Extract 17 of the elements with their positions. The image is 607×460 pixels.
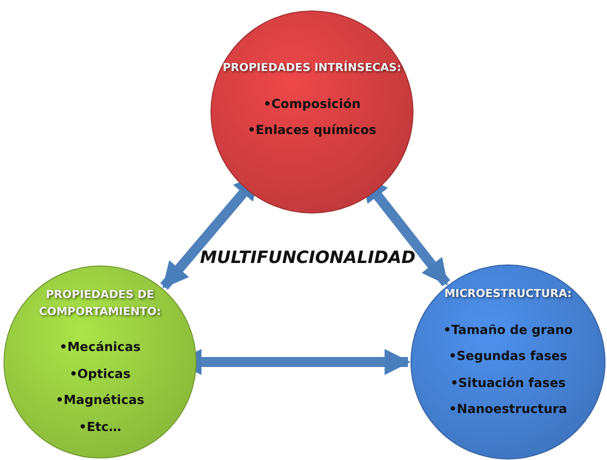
node-heading: PROPIEDADES DE COMPORTAMIENTO: <box>38 287 162 320</box>
circle-node <box>410 264 606 460</box>
node-heading: MICROESTRUCTURA: <box>444 286 572 302</box>
bullet-item: •Situación fases <box>450 376 566 389</box>
node-heading: PROPIEDADES INTRÍNSECAS: <box>222 60 402 76</box>
bullet-item: •Enlaces químicos <box>248 124 376 136</box>
circle-node <box>210 10 414 214</box>
bullet-item: •Magnéticas <box>56 394 144 406</box>
bullet-item: •Segundas fases <box>448 350 568 362</box>
bullet-item: •Opticas <box>69 368 131 380</box>
bullet-item: •Composición <box>263 98 361 110</box>
bullet-item: •Tamaño de grano <box>443 324 573 336</box>
center-label: MULTIFUNCIONALIDAD <box>200 248 416 268</box>
bullet-item: •Etc… <box>78 420 122 433</box>
bullet-item: •Nanoestructura <box>448 403 568 416</box>
bullet-item: •Mecánicas <box>59 341 141 354</box>
circle-node <box>3 265 197 459</box>
